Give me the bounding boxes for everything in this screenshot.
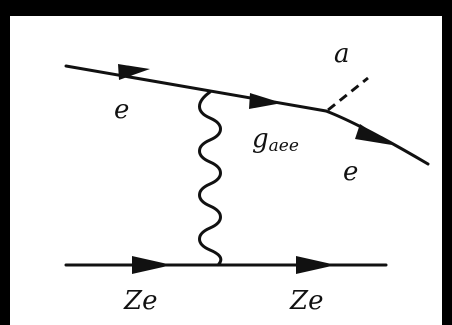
label-nucleus-right: Ze xyxy=(289,286,323,316)
axion-dashed-line xyxy=(327,76,369,112)
label-incoming-electron: e xyxy=(114,95,129,125)
nucleus-arrow-1 xyxy=(132,256,172,274)
label-coupling-symbol: g xyxy=(252,124,269,154)
label-coupling: gaee xyxy=(252,124,299,156)
label-nucleus-left: Ze xyxy=(123,286,157,316)
label-outgoing-electron: e xyxy=(343,157,358,187)
electron-arrow-3 xyxy=(355,124,392,145)
electron-arrow-2 xyxy=(249,93,282,109)
electron-arrow-1 xyxy=(118,64,150,80)
nucleus-arrow-2 xyxy=(296,256,336,274)
label-axion: a xyxy=(334,39,350,69)
photon-wavy-line xyxy=(198,90,223,267)
electron-line-incoming xyxy=(64,64,328,113)
label-coupling-subscript: aee xyxy=(269,136,299,156)
